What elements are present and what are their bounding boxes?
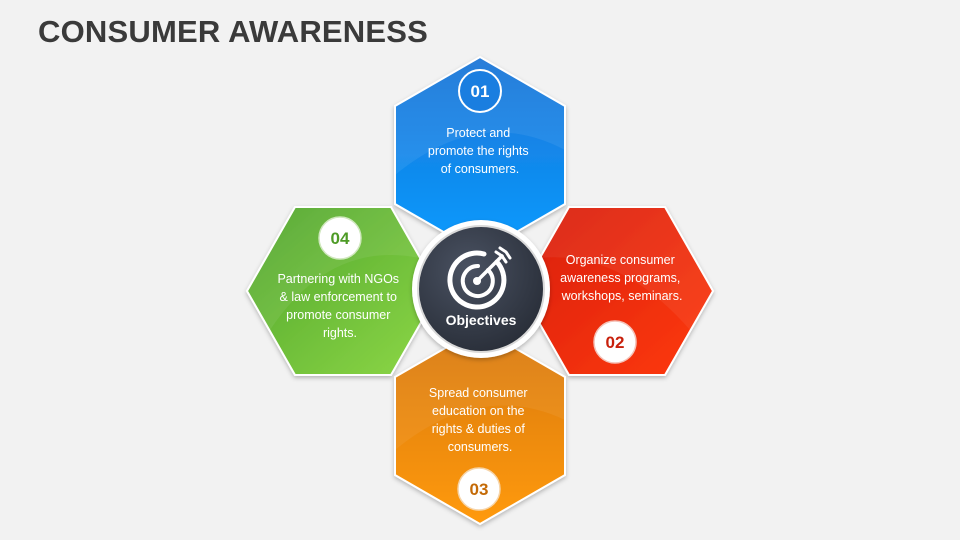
text-line: education on the bbox=[432, 404, 524, 418]
text-line: consumers. bbox=[448, 440, 513, 454]
center-objectives: Objectives bbox=[412, 220, 550, 358]
number-badge-circle bbox=[318, 216, 362, 260]
hexagon-shape bbox=[519, 206, 715, 376]
number-badge-circle bbox=[593, 320, 637, 364]
number-badge-04: 04 bbox=[331, 229, 350, 248]
text-line: Spread consumer bbox=[429, 386, 528, 400]
hexagon-highlight bbox=[395, 57, 565, 175]
hexagon-item-01: 01 Protect and promote the rights of con… bbox=[394, 55, 566, 255]
hexagon-item-03: 03 Spread consumer education on the righ… bbox=[394, 326, 566, 526]
number-badge-circle bbox=[457, 467, 501, 511]
hexagon-text-03: Spread consumer education on the rights … bbox=[429, 386, 531, 454]
number-badge-circle bbox=[458, 69, 502, 113]
hexagon-item-04: 04 Partnering with NGOs & law enforcemen… bbox=[245, 206, 441, 376]
hexagon-item-02: 02 Organize consumer awareness programs,… bbox=[519, 206, 715, 376]
page-title: CONSUMER AWARENESS bbox=[38, 14, 428, 49]
hexagon-text-04: Partnering with NGOs & law enforcement t… bbox=[277, 272, 402, 340]
number-badge-02: 02 bbox=[606, 333, 625, 352]
target-arrow-icon bbox=[447, 246, 512, 310]
number-badge-01: 01 bbox=[471, 82, 490, 101]
text-line: awareness programs, bbox=[560, 271, 680, 285]
hexagon-highlight bbox=[395, 328, 565, 450]
center-circle bbox=[417, 225, 545, 353]
text-line: workshops, seminars. bbox=[561, 289, 683, 303]
hexagon-highlight bbox=[247, 207, 420, 330]
text-line: Protect and bbox=[446, 126, 510, 140]
hexagon-shape bbox=[394, 55, 566, 255]
hexagon-text-01: Protect and promote the rights of consum… bbox=[428, 126, 532, 176]
hexagon-text-02: Organize consumer awareness programs, wo… bbox=[560, 253, 684, 303]
text-line: rights. bbox=[323, 326, 357, 340]
text-line: promote the rights bbox=[428, 144, 529, 158]
text-line: promote consumer bbox=[286, 308, 390, 322]
text-line: of consumers. bbox=[441, 162, 520, 176]
text-line: Partnering with NGOs bbox=[277, 272, 399, 286]
text-line: Organize consumer bbox=[566, 253, 675, 267]
text-line: rights & duties of bbox=[432, 422, 526, 436]
hexagon-highlight bbox=[540, 207, 713, 330]
number-badge-03: 03 bbox=[470, 480, 489, 499]
center-label: Objectives bbox=[446, 312, 517, 328]
text-line: & law enforcement to bbox=[280, 290, 397, 304]
